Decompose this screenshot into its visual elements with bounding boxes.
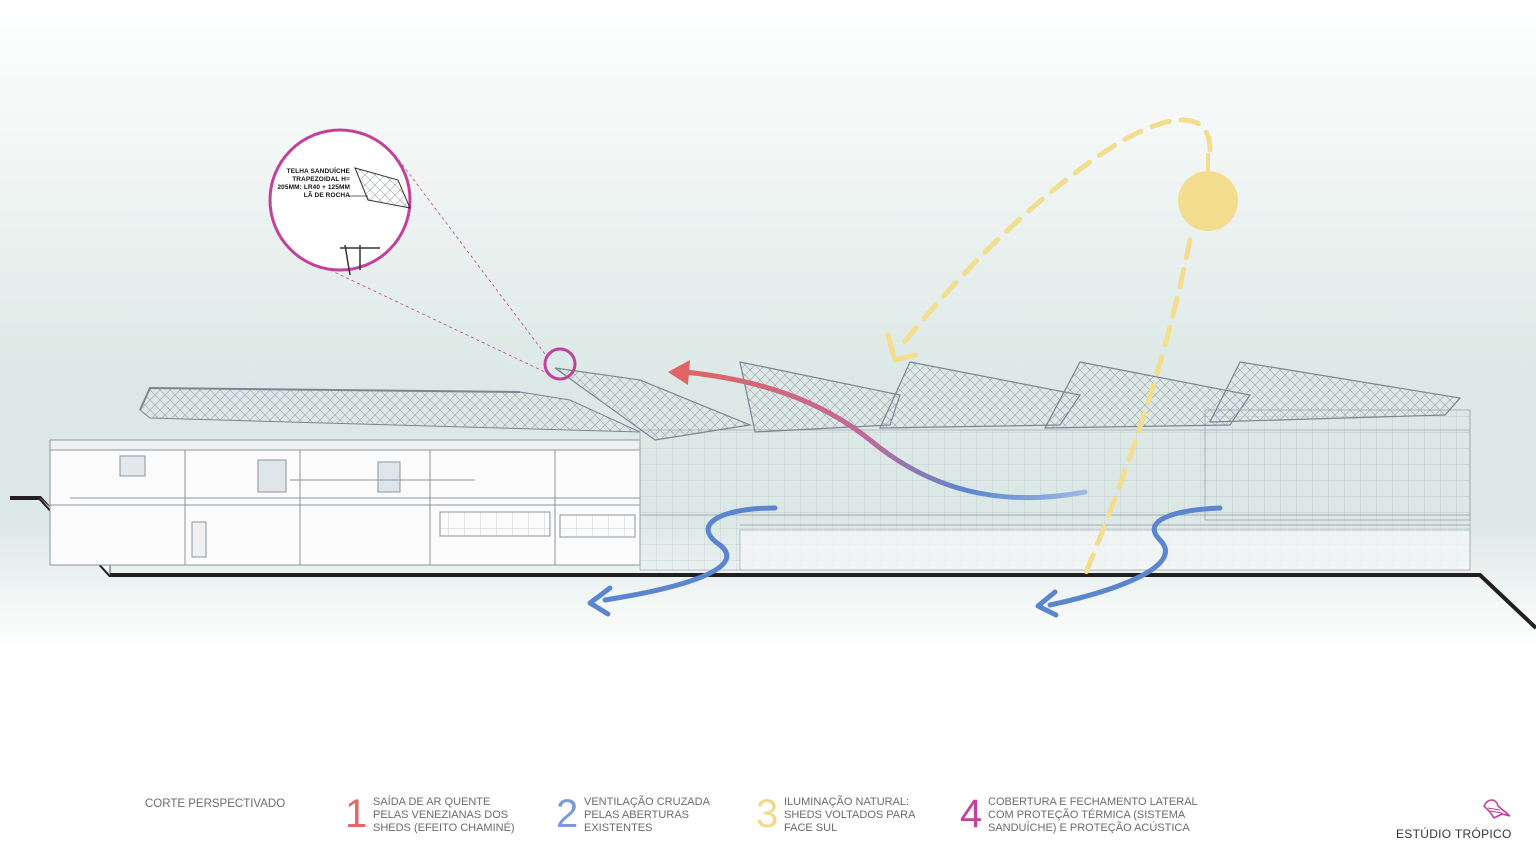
legend-text: COBERTURA E FECHAMENTO LATERAL COM PROTE…	[988, 796, 1198, 834]
administration-building	[49, 439, 641, 566]
legend-number: 1	[345, 792, 368, 836]
legend-number: 3	[756, 792, 779, 836]
legend-text: VENTILAÇÃO CRUZADA PELAS ABERTURAS EXIST…	[584, 796, 710, 834]
left-roof	[139, 386, 641, 433]
bird-icon	[1483, 799, 1511, 820]
roof-sheds	[554, 361, 1462, 441]
sun-icon	[1178, 153, 1238, 231]
legend-text: SAÍDA DE AR QUENTE PELAS VENEZIANAS DOS …	[373, 796, 515, 834]
roof-detail-label: TELHA SANDUÍCHE TRAPEZOIDAL H= 205MM: LR…	[277, 168, 350, 199]
brand-name: ESTÚDIO TRÓPICO	[1396, 827, 1512, 841]
roof-detail-callout	[268, 128, 577, 381]
legend-title: CORTE PERSPECTIVADO	[145, 798, 286, 810]
cross-ventilation-arrows	[602, 505, 1223, 608]
hot-air-exhaust-arrow	[668, 360, 1088, 501]
warehouse-hall	[639, 409, 1471, 571]
daylight-arrows	[895, 117, 1213, 578]
cross-ventilation-arrowhead-left	[587, 585, 613, 617]
cross-ventilation-arrowhead-right	[1035, 589, 1059, 618]
legend-number: 4	[960, 792, 983, 836]
daylight-arrowhead	[885, 332, 918, 363]
legend-text: ILUMINAÇÃO NATURAL: SHEDS VOLTADOS PARA …	[784, 796, 916, 834]
legend-number: 2	[556, 792, 579, 836]
